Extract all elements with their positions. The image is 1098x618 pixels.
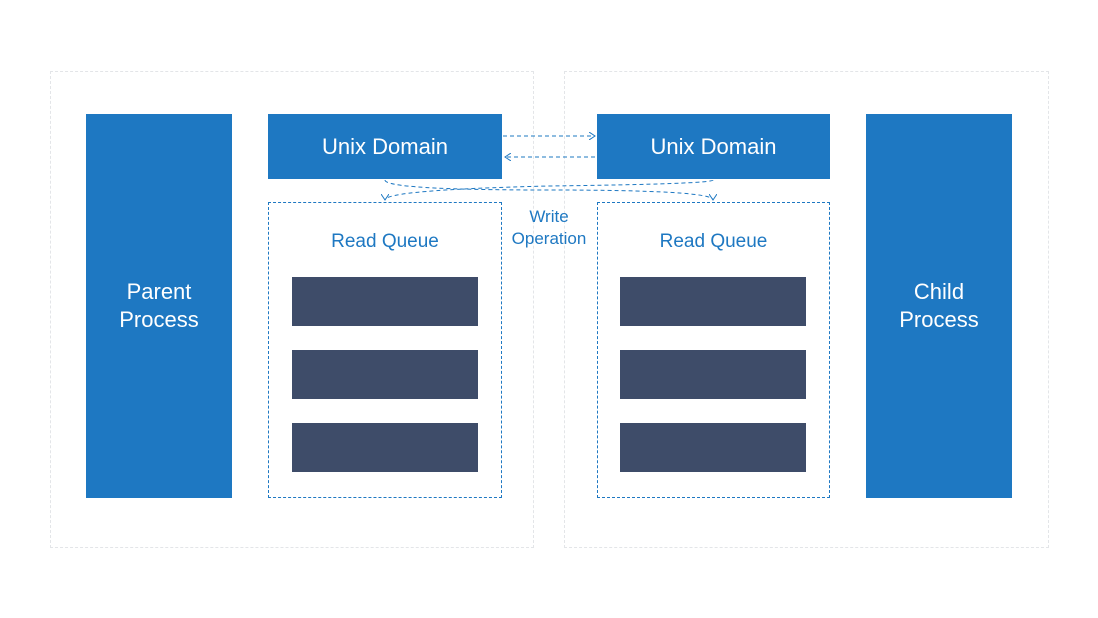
parent-queue-slot [292,277,478,326]
child-write-to-parent-queue-arrow [385,179,714,200]
write-operation-label: Write Operation [500,206,598,250]
parent-write-to-child-queue-arrow [384,179,713,200]
child-read-queue-title: Read Queue [659,231,768,252]
write-operation-line1: Write [529,207,569,226]
child-queue-slot [620,350,806,399]
child-process-label-line2: Process [899,307,979,332]
child-process-block: Child Process [866,114,1012,498]
parent-panel [50,71,534,548]
parent-queue-slot [292,423,478,472]
parent-read-queue: Read Queue [268,202,502,498]
parent-unix-domain-label: Unix Domain [322,133,448,159]
parent-read-queue-title: Read Queue [331,231,439,252]
parent-process-label-line2: Process [119,307,199,332]
parent-queue-slot [292,350,478,399]
parent-process-label-line1: Parent [126,279,192,304]
write-operation-line2: Operation [511,229,587,248]
child-process-label-line1: Child [913,279,965,304]
parent-process-block: Parent Process [86,114,232,498]
child-unix-domain: Unix Domain [597,114,830,179]
child-unix-domain-label: Unix Domain [650,133,777,159]
child-queue-slot [620,423,806,472]
parent-unix-domain: Unix Domain [268,114,502,179]
child-read-queue: Read Queue [597,202,830,498]
child-panel [564,71,1049,548]
child-queue-slot [620,277,806,326]
